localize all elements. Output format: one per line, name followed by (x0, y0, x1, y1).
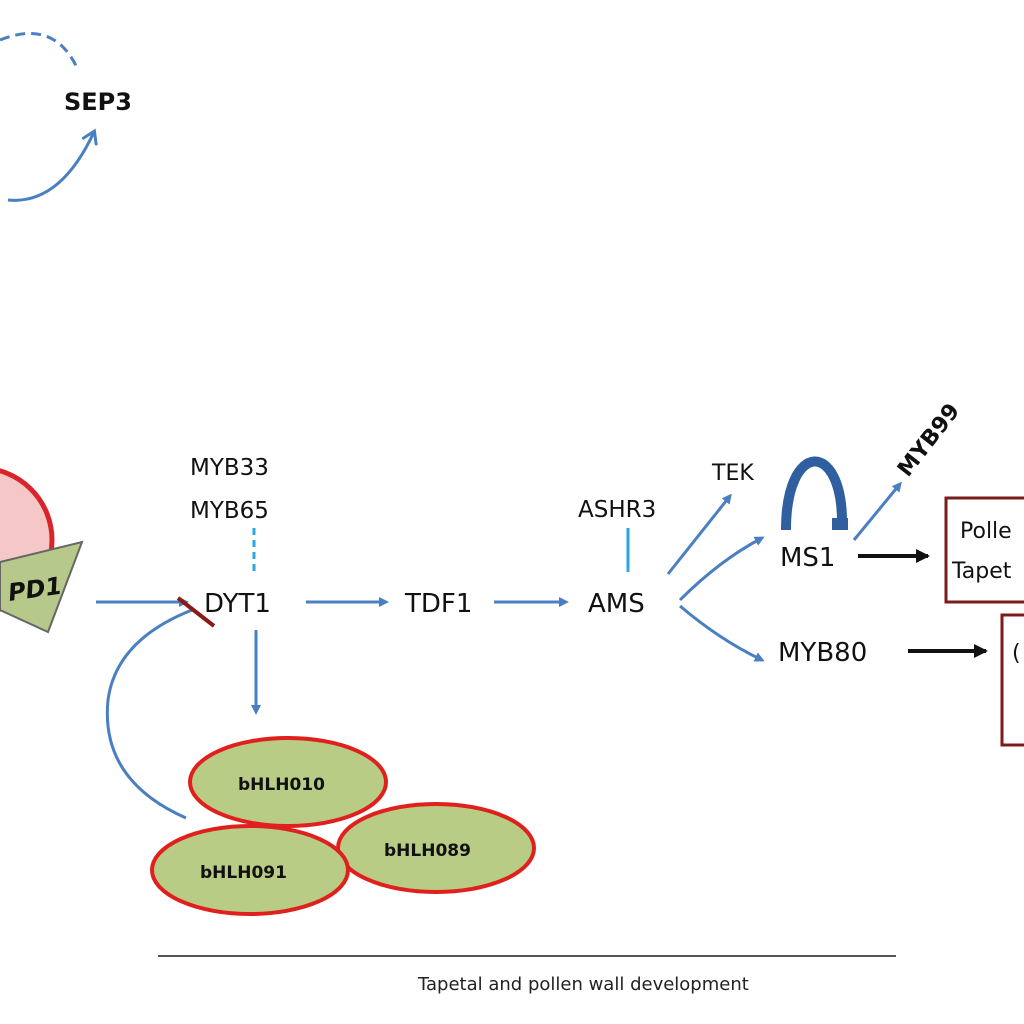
arrow-ams-tek (666, 493, 732, 575)
outcome-box-1 (944, 496, 1024, 604)
sep3-solid-arc (7, 128, 98, 202)
bhlh010-label: bHLH010 (238, 775, 325, 795)
bhlh089-label: bHLH089 (384, 841, 471, 861)
ashr3-label: ASHR3 (578, 497, 656, 523)
sep3-dashed-arc (0, 32, 80, 71)
inhibit-bar (176, 596, 216, 628)
outcome-box-2 (1000, 613, 1024, 747)
tdf1-label: TDF1 (404, 589, 472, 619)
bhlh010-ellipse (188, 736, 388, 828)
arrow-ams-myb80 (679, 604, 765, 662)
bhlh091-ellipse (150, 824, 350, 916)
arrow-ams-ms1 (678, 536, 765, 602)
dyt1-label: DYT1 (204, 589, 271, 619)
bhlh091-label: bHLH091 (200, 863, 287, 883)
caption-text: Tapetal and pollen wall development (417, 974, 749, 995)
myb33-label: MYB33 (190, 455, 269, 481)
box1-line1: Polle (960, 519, 1012, 544)
ms1-self-loop (781, 456, 847, 531)
ms1-loop-end (832, 518, 848, 530)
ams-label: AMS (588, 589, 645, 619)
ms1-label: MS1 (780, 543, 835, 573)
box1-line2: Tapet (951, 559, 1012, 584)
inhibit-bhlh-dyt1 (105, 608, 193, 820)
sep3-label: SEP3 (64, 88, 132, 116)
myb65-label: MYB65 (190, 498, 269, 524)
myb80-label: MYB80 (778, 638, 867, 668)
myb99-label: MYB99 (893, 399, 965, 482)
arrow-ms1-myb99 (852, 481, 902, 541)
spd1-triangle (0, 540, 84, 634)
tek-label: TEK (711, 461, 754, 486)
box2-line1: ( (1012, 641, 1021, 666)
